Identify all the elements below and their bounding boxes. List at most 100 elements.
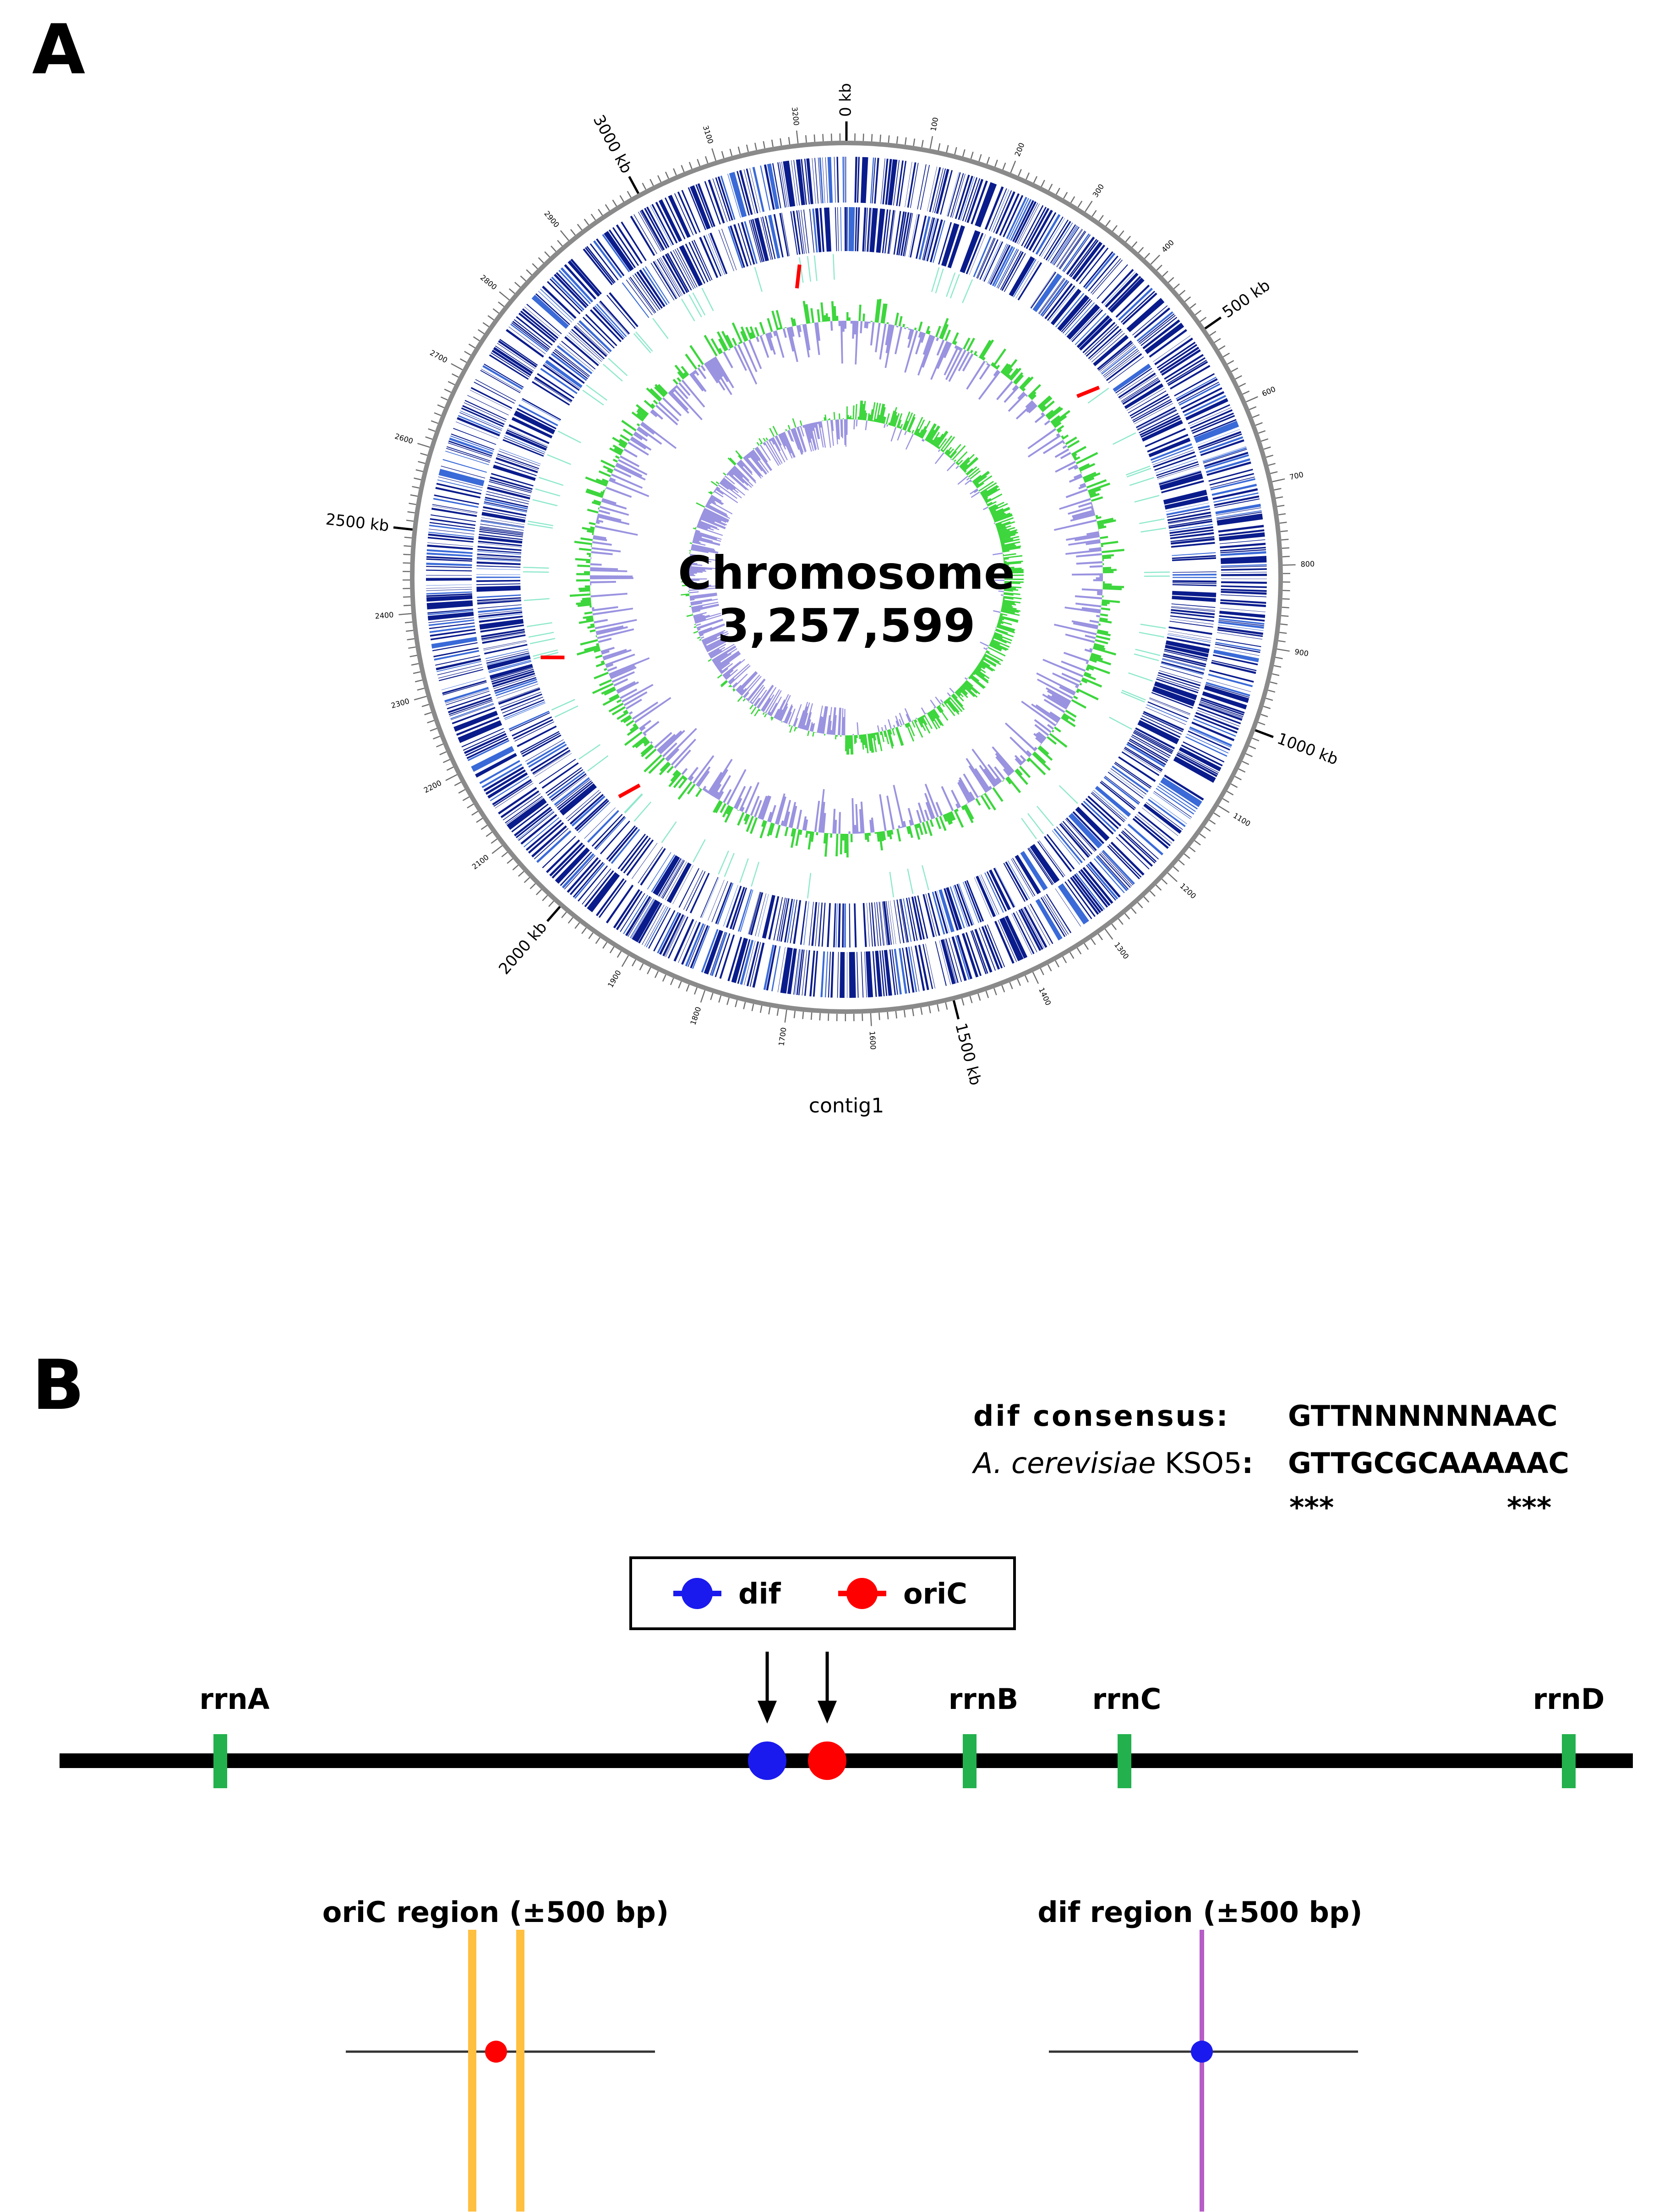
- ruler-tick: [414, 695, 427, 701]
- cds-feature: [1126, 743, 1165, 767]
- ruler-label: 1800: [688, 1006, 703, 1026]
- cds-feature: [1108, 356, 1144, 383]
- cds-feature: [762, 895, 775, 939]
- cds-feature: [657, 259, 680, 297]
- cds-feature: [535, 753, 572, 777]
- cds-feature: [1217, 626, 1263, 635]
- cds-feature: [491, 473, 534, 487]
- cds-feature: [481, 631, 525, 640]
- cds-feature: [568, 332, 602, 362]
- cds-feature: [1121, 831, 1156, 864]
- cds-feature: [1199, 702, 1243, 718]
- cds-feature: [837, 207, 839, 252]
- cds-feature: [1056, 827, 1086, 861]
- cds-feature: [626, 279, 653, 316]
- cds-feature: [520, 731, 560, 753]
- rna-feature: [528, 631, 554, 638]
- cds-feature: [1045, 221, 1071, 261]
- cds-feature: [493, 347, 533, 374]
- cds-feature: [938, 222, 952, 265]
- cds-feature: [432, 642, 478, 652]
- cds-feature: [492, 779, 532, 805]
- cds-feature: [498, 450, 540, 466]
- rna-feature: [554, 705, 578, 718]
- cds-feature: [1209, 473, 1255, 486]
- ruler-tick: [1222, 352, 1230, 357]
- cds-feature: [623, 895, 649, 934]
- ruler-tick: [1173, 866, 1179, 872]
- ruler-tick: [1260, 714, 1268, 717]
- cds-feature: [857, 157, 860, 203]
- cds-feature: [1193, 419, 1237, 438]
- ruler-tick: [670, 978, 674, 986]
- cds-feature: [429, 622, 475, 630]
- ruler-tick: [879, 134, 881, 142]
- ruler-tick: [1048, 183, 1053, 191]
- cds-feature: [893, 211, 901, 255]
- cds-feature: [1203, 449, 1247, 464]
- cds-feature: [1171, 607, 1215, 612]
- cds-feature: [868, 208, 872, 252]
- cds-feature: [962, 177, 978, 221]
- cds-feature: [746, 168, 758, 214]
- cds-feature: [1122, 380, 1161, 405]
- cds-feature: [675, 249, 696, 289]
- cds-feature: [540, 289, 574, 321]
- ruler-tick: [726, 997, 730, 1005]
- cds-feature: [435, 655, 480, 666]
- cds-feature: [477, 556, 521, 559]
- cds-feature: [1141, 420, 1183, 442]
- ruler-tick: [433, 735, 440, 739]
- cds-feature: [956, 935, 972, 980]
- ruler-label: 3200: [790, 106, 801, 126]
- cds-feature: [1163, 653, 1206, 666]
- cds-feature: [1205, 454, 1249, 470]
- ruler-tick: [1025, 975, 1029, 983]
- cds-feature: [1133, 732, 1173, 754]
- cds-feature: [560, 851, 592, 886]
- cds-feature: [1184, 395, 1226, 416]
- cds-feature: [1163, 489, 1207, 505]
- ruler-tick: [560, 230, 569, 241]
- cds-feature: [445, 450, 489, 465]
- ruler-label: 1900: [606, 969, 623, 989]
- legend-label-dif: dif: [738, 1577, 781, 1610]
- cds-feature: [842, 156, 844, 203]
- cds-feature: [542, 285, 577, 319]
- ruler-tick: [406, 520, 414, 522]
- cds-feature: [499, 449, 541, 465]
- cds-feature: [715, 177, 731, 221]
- legend: dif oriC: [629, 1556, 1016, 1630]
- cds-feature: [1108, 844, 1142, 878]
- ruler-tick: [1112, 225, 1118, 232]
- cds-feature: [483, 641, 527, 651]
- ruler-tick: [1194, 840, 1201, 846]
- cds-feature: [480, 527, 524, 534]
- cds-feature: [703, 235, 722, 277]
- cds-feature: [523, 817, 559, 848]
- ruler-tick: [420, 453, 428, 456]
- cds-feature: [1154, 337, 1193, 366]
- cds-feature: [984, 872, 1004, 913]
- cds-feature: [1039, 216, 1064, 257]
- cds-feature: [506, 329, 544, 358]
- cds-feature: [427, 537, 474, 543]
- cds-feature: [426, 591, 472, 595]
- cds-feature: [507, 429, 548, 448]
- cds-feature: [426, 563, 472, 566]
- cds-feature: [528, 744, 567, 768]
- cds-feature: [958, 883, 974, 925]
- cds-feature: [482, 365, 523, 390]
- rna-feature: [922, 865, 929, 891]
- cds-feature: [748, 892, 760, 935]
- ruler-tick: [737, 146, 741, 154]
- cds-feature: [1161, 663, 1204, 675]
- cds-feature: [824, 951, 829, 997]
- cds-feature: [520, 310, 557, 341]
- cds-feature: [645, 266, 670, 304]
- cds-feature: [537, 373, 575, 399]
- cds-feature: [779, 213, 789, 257]
- cds-feature: [784, 898, 793, 943]
- cds-feature: [780, 898, 790, 942]
- cds-feature: [925, 893, 937, 936]
